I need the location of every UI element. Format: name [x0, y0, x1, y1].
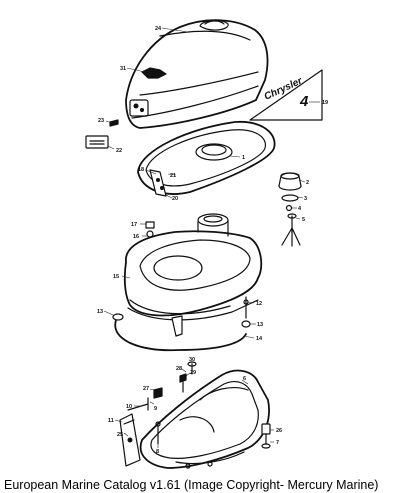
- chrysler-decal: Chrysler 4: [249, 69, 323, 121]
- callout-label: 29: [190, 370, 196, 376]
- callout-label: 13: [257, 322, 263, 328]
- fuel-cap: [278, 172, 302, 212]
- callout-label: 7: [276, 440, 279, 446]
- fuel-tank: [123, 213, 263, 337]
- image-caption: European Marine Catalog v1.61 (Image Cop…: [4, 478, 379, 492]
- callout-label: 1: [242, 155, 245, 161]
- callout-label: 2: [306, 180, 309, 186]
- callout-label: 26: [276, 428, 282, 434]
- callout-label: 23: [98, 118, 104, 124]
- callout-label: 27: [143, 386, 149, 392]
- top-cowl: [125, 19, 269, 129]
- callout-label: 12: [256, 301, 262, 307]
- callout-label: 14: [256, 336, 263, 342]
- callout-label: 20: [172, 196, 178, 202]
- callout-label: 31: [120, 66, 126, 72]
- callout-label: 4: [298, 206, 302, 212]
- bolts: [179, 361, 197, 393]
- callout-label: 16: [133, 234, 139, 240]
- callout-label: 17: [131, 222, 137, 228]
- callout-labels: 24 31 19 23 22 1 21 18 20 2 3 4 5 17 16 …: [97, 26, 328, 455]
- callout-label: 15: [113, 274, 119, 280]
- callout-label: 21: [170, 173, 176, 179]
- callout-label: 13: [97, 309, 103, 315]
- lock-plate: [85, 119, 119, 149]
- callout-label: 19: [322, 100, 328, 106]
- callout-label: 8: [156, 449, 159, 455]
- callout-label: 28: [176, 366, 182, 372]
- callout-label: 30: [189, 357, 195, 363]
- callout-label: 25: [117, 432, 123, 438]
- callout-label: 9: [154, 406, 157, 412]
- callout-label: 22: [116, 148, 122, 154]
- leader-lines: [103, 27, 320, 448]
- decal-model: 4: [299, 93, 309, 110]
- callout-label: 18: [138, 167, 144, 173]
- callout-label: 11: [108, 418, 114, 424]
- side-screw: [261, 423, 271, 449]
- callout-label: 24: [155, 26, 162, 32]
- lower-cowl-pan: [139, 369, 270, 469]
- fuel-filter-stand: [281, 213, 301, 247]
- callout-label: 3: [304, 196, 307, 202]
- cowl-base-ring: [137, 121, 276, 197]
- latch-assembly: [119, 387, 163, 467]
- callout-label: 5: [302, 217, 305, 223]
- callout-label: 6: [243, 376, 246, 382]
- callout-label: 10: [126, 404, 132, 410]
